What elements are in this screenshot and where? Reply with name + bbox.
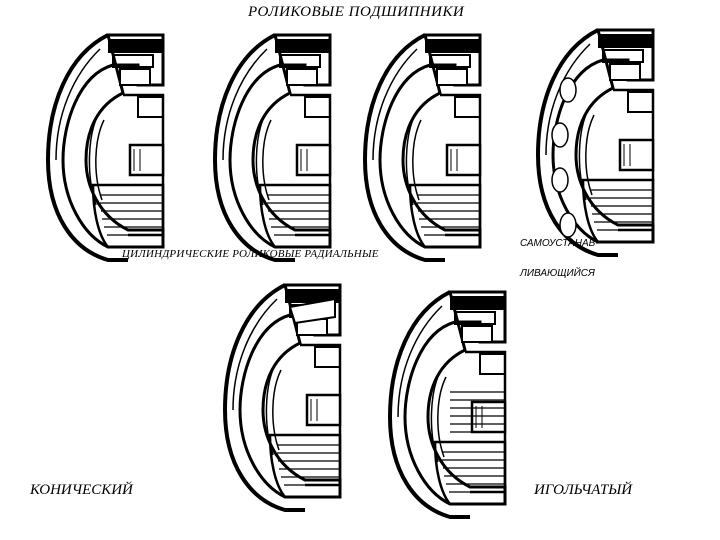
label-cylindrical: ЦИЛИНДРИЧЕСКИЕ РОЛИКОВЫЕ РАДИАЛЬНЫЕ — [122, 248, 379, 260]
label-conical: КОНИЧЕСКИЙ — [30, 482, 133, 498]
bearing-conical — [223, 283, 342, 512]
bearing-self-aligning — [536, 28, 655, 257]
label-self-aligning-line1: САМОУСТАНАВ- — [520, 238, 599, 249]
label-self-aligning-line2: ЛИВАЮЩИЙСЯ — [520, 268, 595, 279]
bearing-cylindrical-2 — [213, 33, 332, 262]
bearing-cylindrical-1 — [46, 33, 165, 262]
bearing-cylindrical-3 — [363, 33, 482, 262]
label-needle: ИГОЛЬЧАТЫЙ — [534, 482, 633, 498]
page-title: РОЛИКОВЫЕ ПОДШИПНИКИ — [248, 4, 465, 20]
bearing-needle — [388, 290, 507, 519]
